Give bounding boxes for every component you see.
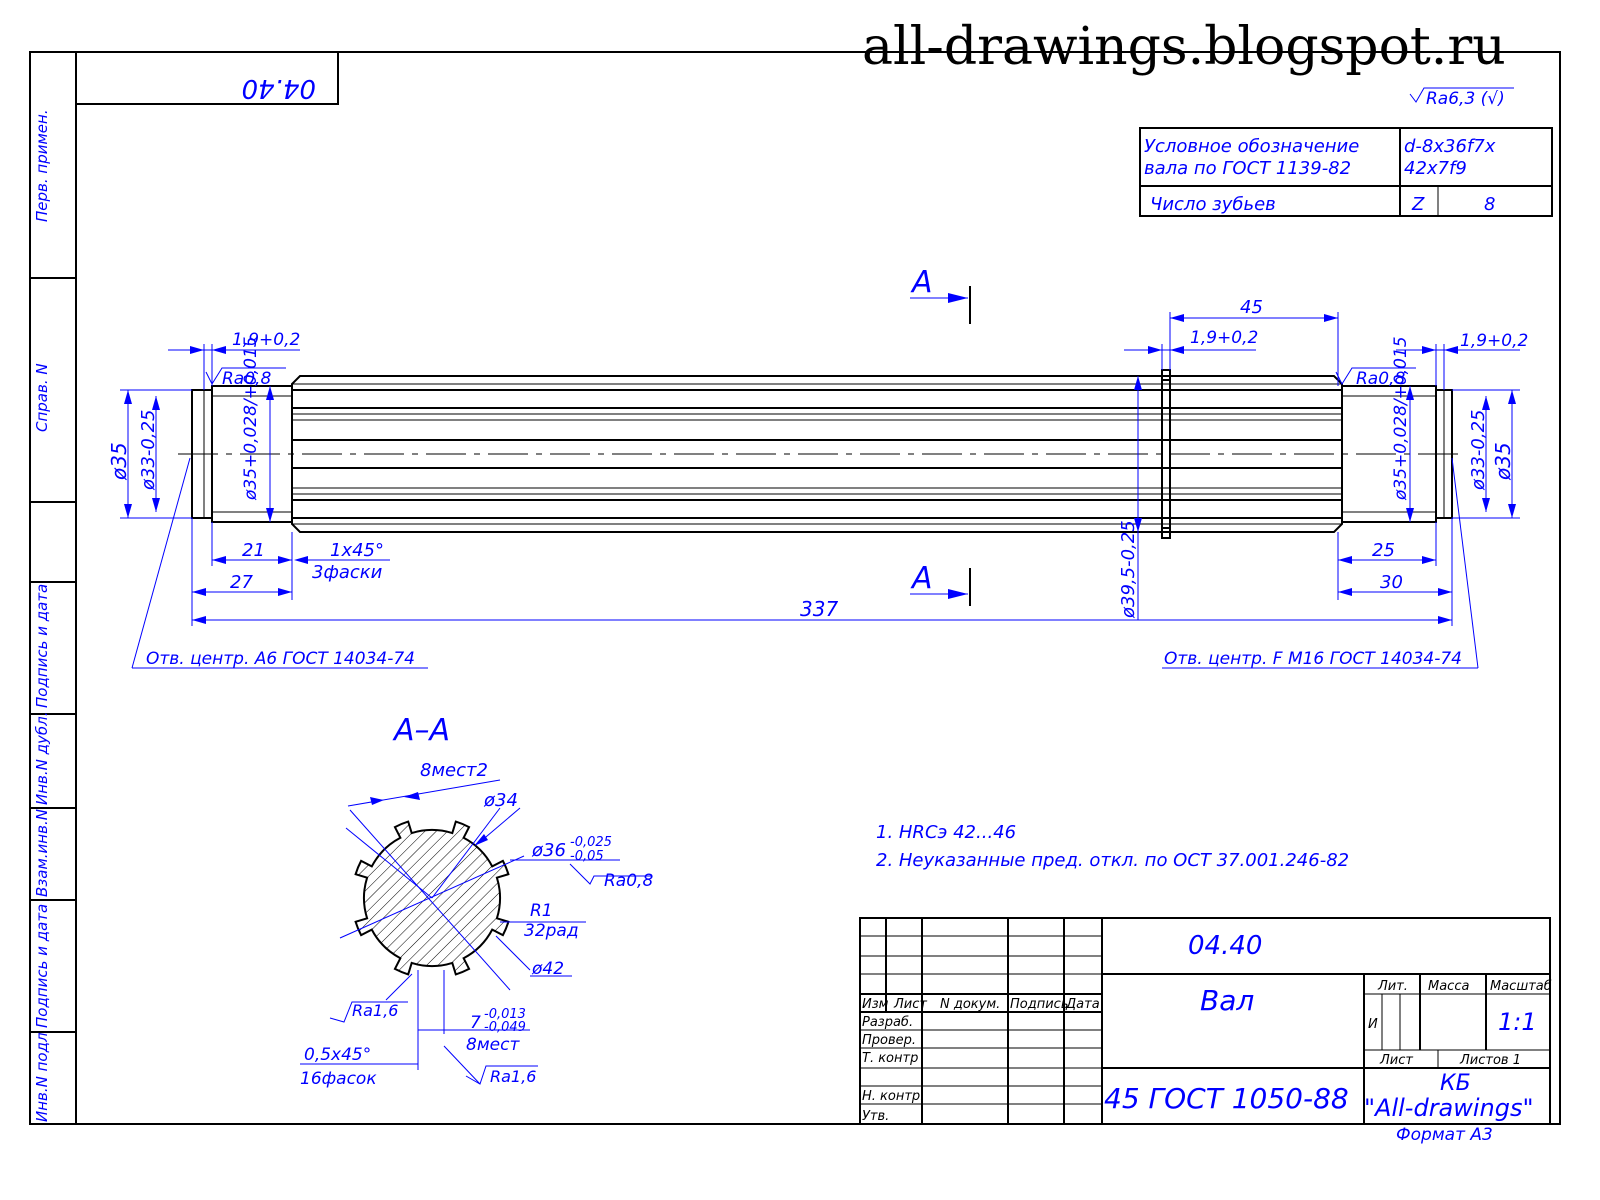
- svg-text:8мест: 8мест: [466, 1035, 520, 1055]
- teeth-value: 8: [1484, 194, 1495, 215]
- svg-text:16фасок: 16фасок: [300, 1069, 377, 1089]
- ra-left: Ra0,8: [222, 369, 271, 389]
- svg-text:R1: R1: [530, 901, 553, 921]
- svg-text:32рад: 32рад: [524, 921, 579, 941]
- material: 45 ГОСТ 1050-88: [1104, 1082, 1349, 1115]
- svg-text:ø36: ø36: [531, 840, 566, 861]
- dim-groove-mid: 1,9+0,2: [1190, 328, 1258, 348]
- svg-text:Изм: Изм: [862, 997, 889, 1012]
- org-line-2: "All-drawings": [1364, 1094, 1534, 1122]
- svg-text:Листов 1: Листов 1: [1459, 1053, 1521, 1068]
- dim-d395: ø39,5-0,25: [1118, 520, 1139, 619]
- dim-d33-left: ø33-0,25: [138, 410, 159, 492]
- dim-d35tol-left: ø35+0,028/+0,015: [241, 336, 261, 501]
- margin-vzam-inv-n: Взам.инв.N: [33, 809, 51, 897]
- section-title: A–A: [392, 713, 450, 748]
- svg-text:-0,013: -0,013: [484, 1007, 526, 1022]
- format: Формат А3: [1396, 1125, 1493, 1145]
- teeth-symbol: Z: [1411, 194, 1425, 215]
- margin-podpis-data-1: Подпись и дата: [33, 584, 51, 708]
- svg-text:Н. контр.: Н. контр.: [862, 1089, 924, 1104]
- table-value-2: 42x7f9: [1404, 158, 1467, 179]
- svg-text:Лист: Лист: [893, 997, 927, 1012]
- svg-text:-0,049: -0,049: [484, 1020, 526, 1035]
- section-mark-top: A: [910, 265, 971, 324]
- margin-perv-primen: Перв. примен.: [33, 109, 51, 222]
- dim-chamfer: 1x45°: [330, 540, 384, 561]
- svg-text:Подпись: Подпись: [1010, 997, 1068, 1012]
- spline-table: Условное обозначение вала по ГОСТ 1139-8…: [1139, 127, 1553, 217]
- svg-text:Ra1,6: Ra1,6: [352, 1001, 398, 1020]
- part-name: Вал: [1200, 984, 1254, 1017]
- svg-text:И: И: [1368, 1017, 1378, 1032]
- outer-frame: [29, 51, 1561, 1125]
- dim-d35tol-right: ø35+0,028/+0,015: [1391, 336, 1411, 501]
- dim-groove-right: 1,9+0,2: [1460, 331, 1528, 351]
- spline-section: [339, 807, 525, 991]
- dim-d35-left: ø35: [107, 442, 131, 481]
- dim-45: 45: [1240, 297, 1263, 318]
- svg-text:Лит.: Лит.: [1377, 979, 1408, 994]
- svg-text:0,5x45°: 0,5x45°: [304, 1045, 371, 1065]
- section-dimensions: 8мест2 ø34 ø36 -0,025 -0,05 Ra0,8 R1 32р…: [300, 760, 653, 1089]
- margin-sprav-n: Справ. N: [33, 363, 51, 432]
- dim-d35-right: ø35: [1491, 442, 1515, 481]
- dim-27: 27: [230, 572, 253, 593]
- table-label-2: вала по ГОСТ 1139-82: [1144, 158, 1351, 179]
- ra-right: Ra0,8: [1356, 369, 1405, 389]
- roughness-general: Ra6,3 (√): [1426, 89, 1505, 109]
- svg-text:Дата: Дата: [1065, 997, 1100, 1012]
- svg-text:-0,05: -0,05: [570, 849, 604, 864]
- table-label-1: Условное обозначение: [1144, 136, 1359, 157]
- shaft-dimensions: 1,9+0,2 Ra0,8 ø35 ø33-0,25 ø35+0,028/+0,…: [107, 297, 1528, 669]
- dim-chamfer-count: 3фаски: [312, 562, 383, 583]
- svg-text:8мест2: 8мест2: [420, 760, 488, 781]
- dim-30: 30: [1380, 572, 1403, 593]
- svg-text:Утв.: Утв.: [862, 1109, 889, 1124]
- svg-text:ø34: ø34: [483, 790, 518, 811]
- svg-text:Лист: Лист: [1379, 1053, 1413, 1068]
- note-1: 1. HRCэ 42...46: [876, 822, 1016, 843]
- svg-text:Ra0,8: Ra0,8: [604, 871, 653, 891]
- scale-value: 1:1: [1498, 1008, 1537, 1036]
- margin-inv-n-podl: Инв.N подл: [33, 1032, 51, 1122]
- code-stamp-text: 04.40: [242, 73, 316, 103]
- svg-text:A: A: [910, 561, 933, 596]
- dim-d33-right: ø33-0,25: [1468, 410, 1489, 492]
- dim-21: 21: [242, 540, 265, 561]
- dim-25: 25: [1372, 540, 1395, 561]
- center-hole-right: Отв. центр. F М16 ГОСТ 14034-74: [1164, 649, 1462, 669]
- code-stamp: [75, 51, 339, 105]
- teeth-label: Число зубьев: [1150, 194, 1276, 215]
- svg-text:Т. контр: Т. контр: [862, 1051, 918, 1066]
- svg-text:A: A: [910, 265, 933, 300]
- watermark-text: all-drawings.blogspot.ru: [862, 17, 1506, 77]
- svg-text:-0,025: -0,025: [570, 835, 612, 850]
- center-hole-left: Отв. центр. А6 ГОСТ 14034-74: [146, 649, 415, 669]
- svg-text:Ra1,6: Ra1,6: [490, 1067, 536, 1086]
- shaft-view: [178, 369, 1464, 539]
- dim-groove-left: 1,9+0,2: [232, 330, 300, 350]
- svg-text:7: 7: [470, 1013, 481, 1033]
- note-2: 2. Неуказанные пред. откл. по ОСТ 37.001…: [876, 850, 1349, 871]
- margin-podpis-data-2: Подпись и дата: [33, 904, 51, 1028]
- svg-text:Разраб.: Разраб.: [862, 1015, 913, 1030]
- title-block: Изм Лист N докум. Подпись Дата Разраб. П…: [859, 917, 1552, 1145]
- dim-337: 337: [800, 597, 838, 621]
- svg-text:Масса: Масса: [1428, 979, 1469, 994]
- table-value-1: d-8x36f7x: [1404, 136, 1496, 157]
- svg-text:N докум.: N докум.: [940, 997, 1000, 1012]
- org-line-1: КБ: [1440, 1071, 1471, 1096]
- svg-text:Провер.: Провер.: [862, 1033, 916, 1048]
- title-code: 04.40: [1188, 931, 1262, 961]
- svg-text:ø42: ø42: [531, 959, 564, 979]
- section-mark-bottom: A: [910, 561, 971, 606]
- margin-inv-n-dubl: Инв.N дубл.: [33, 712, 51, 805]
- svg-text:Масштаб: Масштаб: [1490, 979, 1552, 994]
